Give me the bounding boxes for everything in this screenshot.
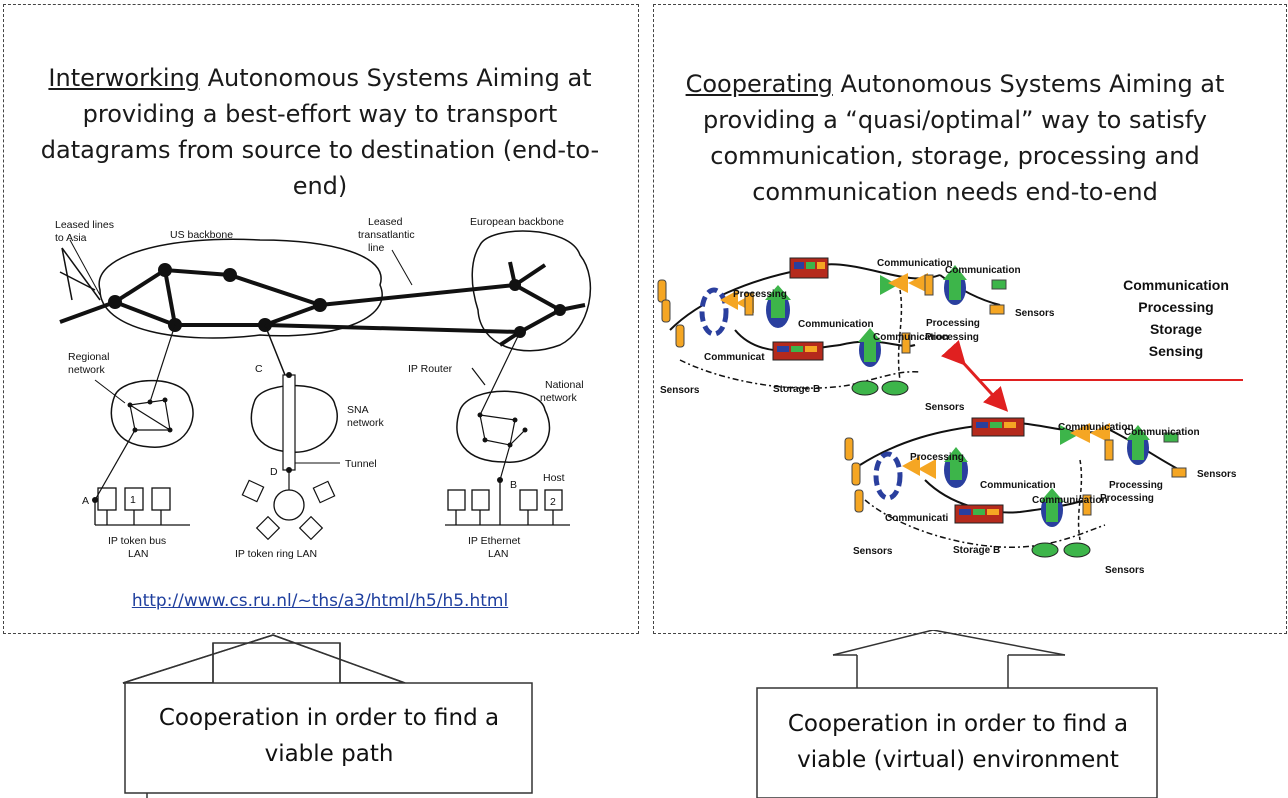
left-callout-line1: Cooperation in order to find a xyxy=(158,705,500,731)
side-label-processing: Processing xyxy=(1138,299,1213,315)
upper-communication-a: Communication xyxy=(877,258,953,269)
left-title-line2: providing a best-effort way to transport xyxy=(82,100,558,128)
label-ip-router: IP Router xyxy=(408,363,453,375)
lower-communication-b: Communication xyxy=(1124,427,1200,438)
token-ring xyxy=(273,489,305,521)
left-title-underlined: Interworking xyxy=(48,64,200,92)
upper-communication-c: Communication xyxy=(798,319,874,330)
lower-processing-b: Processing xyxy=(1109,480,1163,491)
red-double-arrow xyxy=(941,340,1009,412)
side-label-sensing: Sensing xyxy=(1149,343,1203,359)
left-callout-line2: viable path xyxy=(264,741,394,767)
label-d: D xyxy=(270,466,278,478)
left-callout-box xyxy=(124,682,533,794)
label-host: Host xyxy=(543,472,565,484)
label-tunnel: Tunnel xyxy=(345,458,377,470)
upper-communication-b: Communication xyxy=(945,265,1021,276)
callouts xyxy=(122,630,1158,798)
lower-sensors-bottom: Sensors xyxy=(1105,565,1145,576)
national-network-cloud xyxy=(456,390,551,463)
label-national-2: network xyxy=(540,392,578,404)
upper-cluster: Communication Communication Processing C… xyxy=(657,257,1055,413)
lower-sensors-left: Sensors xyxy=(853,546,893,557)
upper-sensors-right: Sensors xyxy=(1015,308,1055,319)
right-title-line3: communication, storage, processing and xyxy=(710,142,1200,170)
internet-topology-diagram: Leased lines to Asia US backbone Leased … xyxy=(55,216,592,560)
tunnel xyxy=(282,374,296,471)
label-ethernet-1: IP Ethernet xyxy=(468,535,520,547)
upper-processing: Processing xyxy=(733,289,787,300)
right-title-line2: providing a “quasi/optimal” way to satis… xyxy=(702,106,1207,134)
lower-processing-c: Processing xyxy=(1100,493,1154,504)
lower-communication-d: Communication xyxy=(1032,495,1108,506)
upper-sensors-bottom: Sensors xyxy=(925,402,965,413)
right-title-underlined: Cooperating xyxy=(685,70,833,98)
lower-communication-a: Communication xyxy=(1058,422,1134,433)
right-callout-box xyxy=(756,687,1158,798)
label-leased-3: line xyxy=(368,242,385,254)
right-callout-text: Cooperation in order to find a viable (v… xyxy=(758,706,1158,778)
cooperating-systems-diagram: Communication Processing Storage Sensing xyxy=(657,257,1243,576)
right-callout-line2: viable (virtual) environment xyxy=(797,747,1119,773)
label-box-2: 2 xyxy=(550,496,556,508)
lower-storage: Storage B xyxy=(953,545,1000,556)
upper-processing-b: Processing xyxy=(926,318,980,329)
regional-network-cloud xyxy=(110,379,194,448)
left-callout-text: Cooperation in order to find a viable pa… xyxy=(126,700,532,772)
label-regional-2: network xyxy=(68,364,106,376)
label-leased-1: Leased xyxy=(368,216,403,228)
right-panel-title: Cooperating Autonomous Systems Aiming at… xyxy=(670,66,1240,210)
upper-sensors-left: Sensors xyxy=(660,385,700,396)
right-panel xyxy=(653,4,1287,634)
label-regional-1: Regional xyxy=(68,351,109,363)
label-leased-2: transatlantic xyxy=(358,229,415,241)
right-callout-line1: Cooperation in order to find a xyxy=(787,711,1129,737)
label-token-ring: IP token ring LAN xyxy=(235,548,317,560)
label-leased-asia-1: Leased lines xyxy=(55,219,114,231)
upper-processing-c: Processing xyxy=(925,332,979,343)
label-b: B xyxy=(510,479,517,491)
upper-communication-d: Communication xyxy=(873,332,949,343)
label-leased-asia-2: to Asia xyxy=(55,232,87,244)
upper-storage: Storage B xyxy=(773,384,820,395)
lower-sensors-right: Sensors xyxy=(1197,469,1237,480)
lower-communication-e: Communicati xyxy=(885,513,949,524)
left-panel xyxy=(3,4,639,634)
label-token-bus-1: IP token bus xyxy=(108,535,166,547)
label-ethernet-2: LAN xyxy=(488,548,508,560)
side-label-communication: Communication xyxy=(1123,277,1229,293)
lower-communication-c: Communication xyxy=(980,480,1056,491)
source-link[interactable]: http://www.cs.ru.nl/~ths/a3/html/h5/h5.h… xyxy=(131,591,509,611)
european-backbone-cloud xyxy=(471,230,592,352)
label-box-1: 1 xyxy=(130,494,136,506)
side-label-storage: Storage xyxy=(1150,321,1202,337)
label-national-1: National xyxy=(545,379,584,391)
us-backbone-ring xyxy=(113,267,327,327)
label-a: A xyxy=(82,495,89,507)
right-title-line1: Autonomous Systems Aiming at xyxy=(832,70,1225,98)
lower-cluster: Communication Communication Processing C… xyxy=(844,417,1237,576)
upper-communication-e: Communicat xyxy=(704,352,765,363)
label-sna-1: SNA xyxy=(347,404,369,416)
left-title-line1: Autonomous Systems Aiming at xyxy=(199,64,592,92)
label-us-backbone: US backbone xyxy=(170,229,233,241)
left-title-line3: datagrams from source to destination (en… xyxy=(40,136,600,164)
us-backbone-cloud xyxy=(98,238,383,339)
left-panel-title: Interworking Autonomous Systems Aiming a… xyxy=(20,60,620,204)
label-c: C xyxy=(255,363,263,375)
label-european-backbone: European backbone xyxy=(470,216,564,228)
right-title-line4: communication needs end-to-end xyxy=(752,178,1158,206)
label-sna-2: network xyxy=(347,417,385,429)
lower-processing: Processing xyxy=(910,452,964,463)
left-title-line4: end) xyxy=(292,172,348,200)
label-token-bus-2: LAN xyxy=(128,548,148,560)
